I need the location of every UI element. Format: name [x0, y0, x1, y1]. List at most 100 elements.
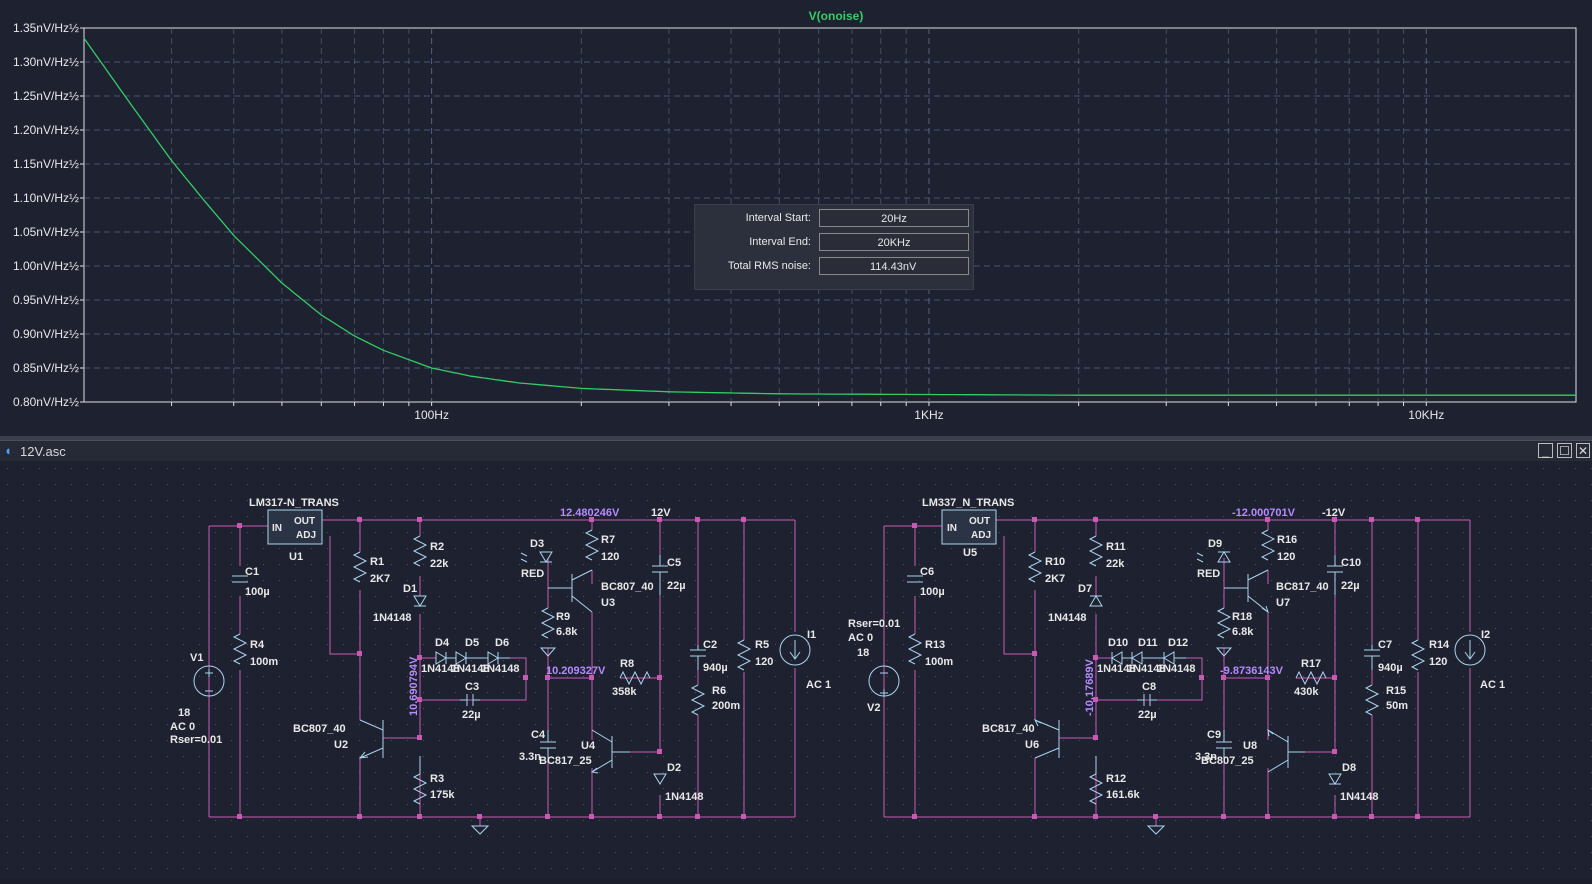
u5-label[interactable]: U5	[963, 547, 977, 559]
net-voltage-12-48[interactable]: 12.480246V	[560, 507, 620, 519]
c4-value[interactable]: 3.3n	[519, 751, 541, 763]
d6-value[interactable]: 1N4148	[481, 663, 520, 675]
d10-value[interactable]: 1N4148	[1097, 663, 1136, 675]
interval-end-field[interactable]: 20KHz	[819, 233, 969, 251]
d4-value[interactable]: 1N4148	[421, 663, 460, 675]
d3-label[interactable]: D3	[530, 538, 544, 550]
i2-label[interactable]: I2	[1481, 629, 1490, 641]
r17-label[interactable]: R17	[1301, 658, 1321, 670]
c1-value[interactable]: 100µ	[245, 586, 270, 598]
r5-label[interactable]: R5	[755, 639, 769, 651]
d12-label[interactable]: D12	[1168, 637, 1188, 649]
net-voltage-minus-9-87[interactable]: -9.8736143V	[1220, 665, 1284, 677]
d2-label[interactable]: D2	[667, 762, 681, 774]
u4-type[interactable]: BC817_25	[539, 755, 592, 767]
i1-label[interactable]: I1	[807, 629, 816, 641]
d9-label[interactable]: D9	[1208, 538, 1222, 550]
c4-label[interactable]: C4	[531, 729, 546, 741]
r15-label[interactable]: R15	[1386, 685, 1406, 697]
d1-value[interactable]: 1N4148	[373, 612, 412, 624]
r8-value[interactable]: 358k	[612, 686, 637, 698]
c7-label[interactable]: C7	[1378, 639, 1392, 651]
net-voltage-minus-10-17[interactable]: -10.17689V	[1084, 658, 1096, 716]
v1-rser-value[interactable]: Rser=0.01	[170, 734, 222, 746]
r12-value[interactable]: 161.6k	[1106, 789, 1141, 801]
u2-label[interactable]: U2	[334, 739, 348, 751]
r7-label[interactable]: R7	[601, 534, 615, 546]
r13-value[interactable]: 100m	[925, 656, 953, 668]
u6-label[interactable]: U6	[1025, 739, 1039, 751]
net-voltage-10-21[interactable]: 10.209327V	[546, 665, 606, 677]
u1-label[interactable]: U1	[289, 551, 303, 563]
r8-label[interactable]: R8	[620, 658, 634, 670]
u1-type-label[interactable]: LM317-N_TRANS	[249, 497, 339, 509]
pane-splitter[interactable]	[0, 436, 1592, 440]
vout-minus-12v-label[interactable]: -12V	[1322, 507, 1346, 519]
v2-ac-value[interactable]: AC 0	[848, 632, 873, 644]
i2-value[interactable]: AC 1	[1480, 679, 1505, 691]
c2-label[interactable]: C2	[703, 639, 717, 651]
r2-value[interactable]: 22k	[430, 558, 449, 570]
net-voltage-10-69[interactable]: 10.690794V	[408, 656, 420, 716]
r15-value[interactable]: 50m	[1386, 700, 1408, 712]
r9-value[interactable]: 6.8k	[556, 626, 578, 638]
d1-label[interactable]: D1	[403, 583, 417, 595]
v2-value[interactable]: 18	[857, 647, 869, 659]
v2-rser-value[interactable]: Rser=0.01	[848, 618, 900, 630]
r6-label[interactable]: R6	[712, 685, 726, 697]
r14-value[interactable]: 120	[1429, 656, 1447, 668]
c2-value[interactable]: 940µ	[703, 662, 728, 674]
u8-label[interactable]: U8	[1243, 740, 1257, 752]
u2-type[interactable]: BC807_40	[293, 723, 346, 735]
c6-value[interactable]: 100µ	[920, 586, 945, 598]
r4-label[interactable]: R4	[250, 639, 265, 651]
c8-label[interactable]: C8	[1142, 681, 1156, 693]
minimize-button[interactable]: _	[1538, 443, 1553, 458]
u3-label[interactable]: U3	[601, 597, 615, 609]
c9-value[interactable]: 3.3n	[1195, 751, 1217, 763]
r18-value[interactable]: 6.8k	[1232, 626, 1254, 638]
r2-label[interactable]: R2	[430, 541, 444, 553]
c1-label[interactable]: C1	[245, 566, 259, 578]
r1-value[interactable]: 2K7	[370, 573, 390, 585]
d8-value[interactable]: 1N4148	[1340, 791, 1379, 803]
d9-value[interactable]: RED	[1197, 568, 1220, 580]
c10-value[interactable]: 22µ	[1341, 580, 1360, 592]
u5-type-label[interactable]: LM337_N_TRANS	[922, 497, 1014, 509]
trace-title[interactable]: V(onoise)	[809, 9, 864, 23]
net-voltage-minus-12-00[interactable]: -12.000701V	[1232, 507, 1296, 519]
d6-label[interactable]: D6	[495, 637, 509, 649]
c3-label[interactable]: C3	[465, 681, 479, 693]
r16-value[interactable]: 120	[1277, 551, 1295, 563]
interval-start-field[interactable]: 20Hz	[819, 209, 969, 227]
d11-value[interactable]: 1N4148	[1127, 663, 1166, 675]
d7-value[interactable]: 1N4148	[1048, 612, 1087, 624]
u6-type[interactable]: BC817_40	[982, 723, 1035, 735]
u7-label[interactable]: U7	[1276, 597, 1290, 609]
d2-value[interactable]: 1N4148	[665, 791, 704, 803]
schematic-window-titlebar[interactable]: ◖ 12V.asc _ ☐ ✕	[0, 440, 1592, 461]
c6-label[interactable]: C6	[920, 566, 934, 578]
r11-label[interactable]: R11	[1106, 541, 1126, 553]
r10-value[interactable]: 2K7	[1045, 573, 1065, 585]
r11-value[interactable]: 22k	[1106, 558, 1125, 570]
c10-label[interactable]: C10	[1341, 557, 1361, 569]
d12-value[interactable]: 1N4148	[1157, 663, 1196, 675]
r6-value[interactable]: 200m	[712, 700, 740, 712]
r14-label[interactable]: R14	[1429, 639, 1450, 651]
close-button[interactable]: ✕	[1576, 443, 1590, 458]
u8-type[interactable]: BC807_25	[1201, 755, 1254, 767]
maximize-button[interactable]: ☐	[1557, 443, 1572, 458]
u3-type[interactable]: BC807_40	[601, 581, 654, 593]
schematic-canvas[interactable]: LM317-N_TRANS U1 IN OUT ADJ C1 100µ R4 1…	[0, 461, 1592, 879]
noise-trace[interactable]	[83, 37, 1576, 396]
r5-value[interactable]: 120	[755, 656, 773, 668]
r3-value[interactable]: 175k	[430, 789, 455, 801]
v1-value[interactable]: 18	[178, 707, 190, 719]
r7-value[interactable]: 120	[601, 551, 619, 563]
d5-value[interactable]: 1N4148	[451, 663, 490, 675]
r16-label[interactable]: R16	[1277, 534, 1297, 546]
r17-value[interactable]: 430k	[1294, 686, 1319, 698]
d3-value[interactable]: RED	[521, 568, 544, 580]
